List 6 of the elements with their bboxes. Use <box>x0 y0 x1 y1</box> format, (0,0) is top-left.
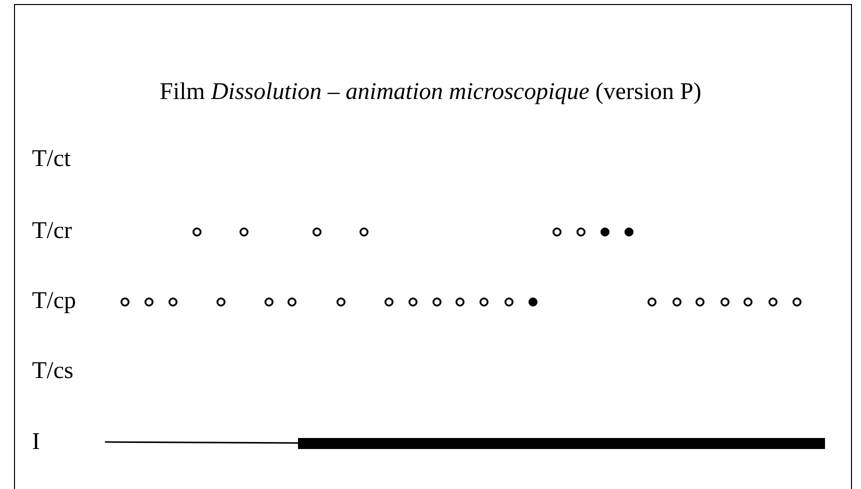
row-label: T/cr <box>32 217 72 246</box>
row-label: T/ct <box>32 145 71 174</box>
row-label: T/cs <box>32 357 74 386</box>
row-label: I <box>32 428 40 457</box>
title: Film Dissolution – animation microscopique (version P) <box>160 79 702 105</box>
row-label: T/cp <box>32 287 76 316</box>
